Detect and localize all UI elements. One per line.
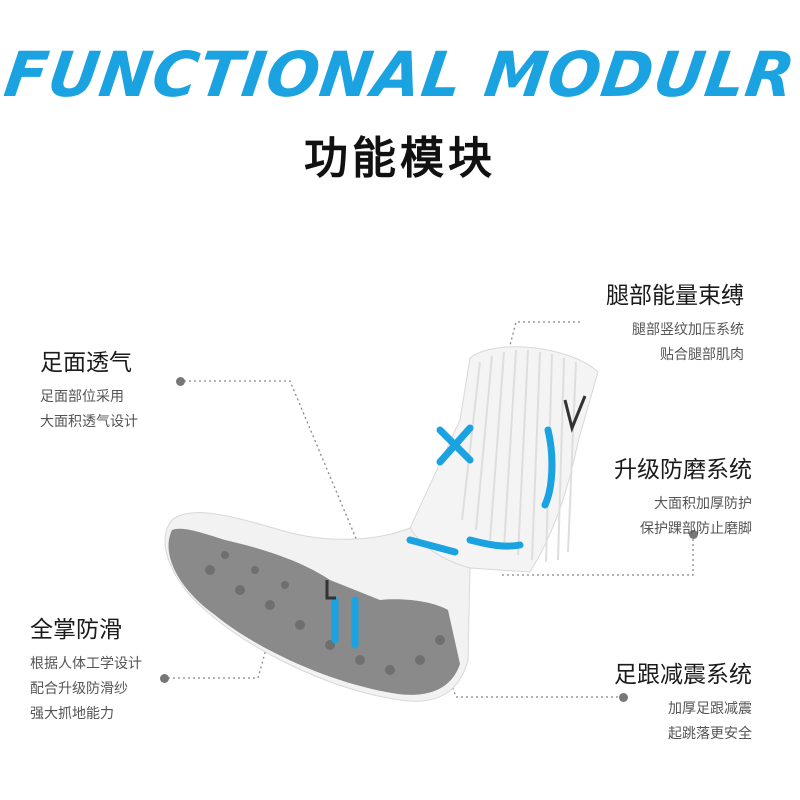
leader-sole bbox=[168, 634, 271, 679]
dot-instep bbox=[176, 377, 185, 386]
leader-heel bbox=[435, 639, 623, 698]
leader-ankle bbox=[500, 534, 694, 576]
feature-title: 全掌防滑 bbox=[30, 617, 122, 643]
feature-desc-line: 足面部位采用 bbox=[40, 389, 124, 405]
feature-title: 足面透气 bbox=[40, 350, 132, 376]
feature-desc-line: 大面积透气设计 bbox=[40, 414, 138, 430]
leader-leg bbox=[495, 321, 580, 401]
leader-lines bbox=[168, 321, 694, 698]
feature-title: 足跟减震系统 bbox=[614, 662, 752, 688]
feature-title: 腿部能量束缚 bbox=[606, 283, 744, 309]
feature-desc-line: 保护踝部防止磨脚 bbox=[640, 521, 752, 537]
sock-body bbox=[164, 346, 599, 702]
feature-desc-line: 根据人体工学设计 bbox=[30, 656, 142, 672]
feature-desc-line: 大面积加厚防护 bbox=[654, 496, 752, 512]
feature-full-palm-anti-slip: 全掌防滑 根据人体工学设计 配合升级防滑纱 强大抓地能力 bbox=[30, 610, 142, 727]
dot-heel bbox=[619, 693, 628, 702]
feature-desc-line: 强大抓地能力 bbox=[30, 706, 114, 722]
feature-heel-cushioning: 足跟减震系统 加厚足跟减震 起跳落更安全 bbox=[614, 655, 752, 747]
dot-sole bbox=[160, 674, 169, 683]
feature-desc-line: 配合升级防滑纱 bbox=[30, 681, 128, 697]
title-chinese: 功能模块 bbox=[304, 133, 496, 184]
feature-desc-line: 贴合腿部肌肉 bbox=[660, 347, 744, 363]
dot-ankle bbox=[689, 530, 698, 539]
leader-instep bbox=[184, 380, 361, 549]
brand-mark bbox=[325, 395, 587, 600]
feature-desc-line: 起跳落更安全 bbox=[668, 726, 752, 742]
feature-leg-compression: 腿部能量束缚 腿部竖纹加压系统 贴合腿部肌肉 bbox=[606, 276, 744, 368]
feature-title: 升级防磨系统 bbox=[614, 457, 752, 483]
feature-desc-line: 腿部竖纹加压系统 bbox=[632, 322, 744, 338]
feature-anti-abrasion: 升级防磨系统 大面积加厚防护 保护踝部防止磨脚 bbox=[614, 450, 752, 542]
feature-desc-line: 加厚足跟减震 bbox=[668, 701, 752, 717]
feature-instep-breathable: 足面透气 足面部位采用 大面积透气设计 bbox=[40, 343, 138, 435]
